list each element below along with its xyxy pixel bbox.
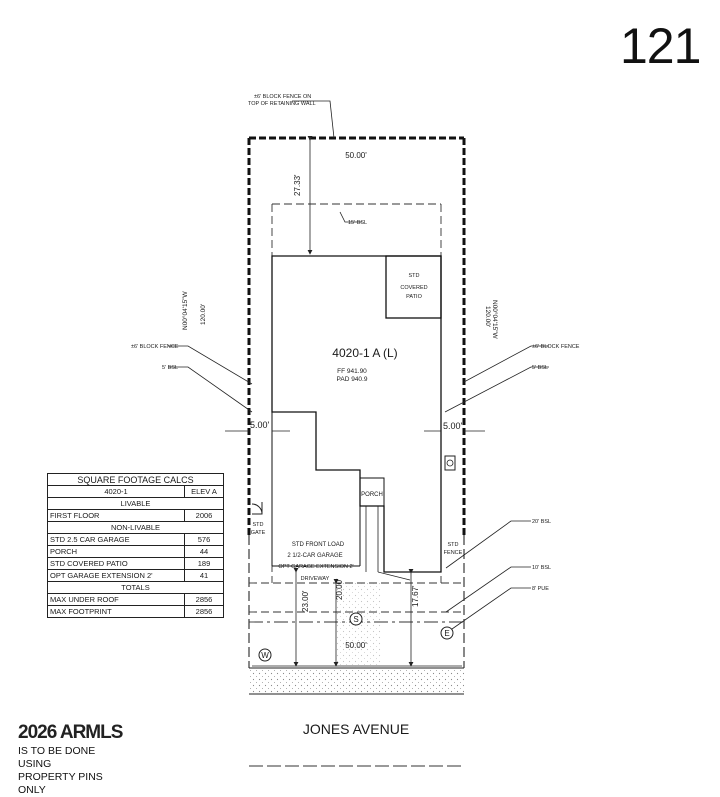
plan-pad: PAD 940.9 xyxy=(337,376,368,383)
copyright-watermark: 2026 ARMLS xyxy=(18,722,123,743)
sqft-row-value: 2856 xyxy=(195,607,213,616)
sqft-col2-header: ELEV A xyxy=(191,487,217,496)
table-row: STD 2.5 CAR GARAGE 576 xyxy=(48,534,223,546)
electric-marker-icon xyxy=(440,626,454,640)
front-walk xyxy=(365,506,411,581)
house-footprint xyxy=(271,255,442,573)
garage-ext-label: OPT GARAGE EXTENSION 2' xyxy=(278,564,353,570)
left-length: 120.00' xyxy=(200,304,207,325)
std-fence-label-2: FENCE xyxy=(444,550,463,556)
left-side-yard-dim: 5.00' xyxy=(250,420,270,430)
plan-name: 4020-1 A (L) xyxy=(332,346,397,360)
pue-label: 8' PUE xyxy=(532,586,549,592)
lot-number: 121 xyxy=(620,18,701,74)
sqft-title: SQUARE FOOTAGE CALCS xyxy=(77,475,194,485)
street-name: JONES AVENUE xyxy=(303,721,409,737)
rear-bsl-label: 15' BSL xyxy=(348,220,367,226)
right-bsl-label: 5' BSL xyxy=(532,365,548,371)
garage-label-1: STD FRONT LOAD xyxy=(292,542,345,548)
sqft-row-value: 189 xyxy=(197,559,211,568)
electric-label: E xyxy=(444,629,449,638)
lot-boundary xyxy=(247,136,466,668)
porch-label: PORCH xyxy=(361,492,383,498)
front-bsl-label: 20' BSL xyxy=(532,519,551,525)
sqft-section-row: LIVABLE xyxy=(48,498,223,510)
sqft-row-label: MAX FOOTPRINT xyxy=(48,606,185,617)
sqft-row-label: FIRST FLOOR xyxy=(48,510,185,521)
driveway-label: DRIVEWAY xyxy=(301,576,330,582)
side-gate xyxy=(251,502,263,515)
std-fence-label-1: STD xyxy=(448,542,459,548)
sqft-section-row: TOTALS xyxy=(48,582,223,594)
leader-lines xyxy=(168,100,549,630)
rear-fence-label: ±6' BLOCK FENCE ON xyxy=(254,94,311,100)
driveway-depth-a: 23.00' xyxy=(301,590,310,612)
square-footage-table: SQUARE FOOTAGE CALCS 4020-1 ELEV A LIVAB… xyxy=(47,473,224,618)
sqft-header-row: 4020-1 ELEV A xyxy=(48,486,223,498)
sqft-row-label: OPT GARAGE EXTENSION 2' xyxy=(48,570,185,581)
sqft-col1-header: 4020-1 xyxy=(48,486,185,497)
plan-ff: FF 941.90 xyxy=(337,368,367,375)
sidewalk-hatch xyxy=(249,668,464,694)
patio-label-3: PATIO xyxy=(406,294,422,300)
left-bearing: N00°04'15"W xyxy=(181,290,189,330)
patio-label-1: STD xyxy=(409,273,420,279)
table-row: MAX UNDER ROOF 2856 xyxy=(48,594,223,606)
sewer-label: S xyxy=(353,615,358,624)
footnote: 2026 ARMLS IS TO BE DONE USING PROPERTY … xyxy=(18,723,128,797)
setback-lines xyxy=(249,203,464,623)
table-row: OPT GARAGE EXTENSION 2' 41 xyxy=(48,570,223,582)
driveway-hatch xyxy=(336,583,382,667)
sqft-row-value: 576 xyxy=(197,535,211,544)
table-row: STD COVERED PATIO 189 xyxy=(48,558,223,570)
std-gate-label-1: STD xyxy=(253,522,264,528)
sqft-section-heading: NON-LIVABLE xyxy=(110,523,161,532)
sqft-row-label: PORCH xyxy=(48,546,185,557)
right-side-yard-dim: 5.00' xyxy=(443,421,463,431)
driveway-depth-b: 20.00' xyxy=(335,578,344,600)
sqft-section-row: NON-LIVABLE xyxy=(48,522,223,534)
patio-label-2: COVERED xyxy=(400,285,427,291)
front-width-dim: 50.00' xyxy=(345,641,367,650)
left-fence-label: ±6' BLOCK FENCE xyxy=(131,344,179,350)
sqft-row-value: 2856 xyxy=(195,595,213,604)
sqft-row-label: STD 2.5 CAR GARAGE xyxy=(48,534,185,545)
rear-fence-label-2: TOP OF RETAINING WALL xyxy=(248,101,316,107)
std-gate-label-2: GATE xyxy=(251,530,266,536)
utility-box xyxy=(444,455,456,471)
sqft-section-heading: LIVABLE xyxy=(120,499,151,508)
water-label: W xyxy=(261,651,269,660)
rear-setback-dim: 27.33' xyxy=(293,174,302,196)
sqft-row-value: 44 xyxy=(199,547,209,556)
right-length: 120.00' xyxy=(484,306,491,327)
dimension-lines xyxy=(225,136,485,667)
front-setback-dim: 17.67' xyxy=(411,585,420,607)
sqft-row-value: 2006 xyxy=(195,511,213,520)
sqft-section-heading: TOTALS xyxy=(121,583,150,592)
garage-label-2: 2 1/2-CAR GARAGE xyxy=(287,553,342,559)
site-plan-drawing: S E W 50.00' 27.33' ±6' BLOCK FENCE ON T… xyxy=(131,94,580,767)
sqft-row-label: STD COVERED PATIO xyxy=(48,558,185,569)
sqft-row-value: 41 xyxy=(199,571,209,580)
left-bsl-label: 5' BSL xyxy=(162,365,178,371)
rear-width-dim: 50.00' xyxy=(345,151,367,160)
sqft-row-label: MAX UNDER ROOF xyxy=(48,594,185,605)
sewer-marker-icon xyxy=(349,612,363,626)
table-row: MAX FOOTPRINT 2856 xyxy=(48,606,223,618)
footnote-line-1: IS TO BE DONE USING xyxy=(18,745,96,770)
front-bsl-2-label: 10' BSL xyxy=(532,565,551,571)
table-row: FIRST FLOOR 2006 xyxy=(48,510,223,522)
water-marker-icon xyxy=(258,648,272,662)
right-fence-label: ±6' BLOCK FENCE xyxy=(532,344,580,350)
sqft-title-row: SQUARE FOOTAGE CALCS xyxy=(48,474,223,486)
right-bearing: N00°04'15"W xyxy=(491,300,499,340)
utility-meter-icon xyxy=(446,459,454,467)
table-row: PORCH 44 xyxy=(48,546,223,558)
